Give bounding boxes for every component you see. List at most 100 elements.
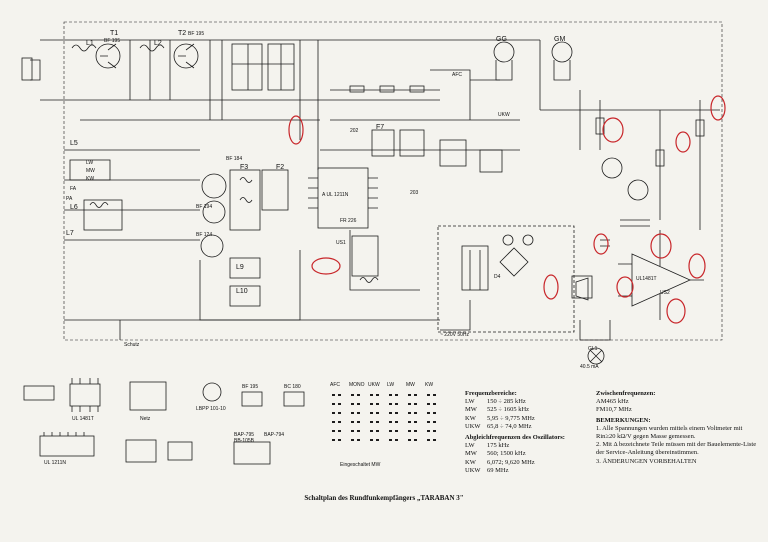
switch-contact [370,439,373,441]
osc-row-band: LW [465,442,475,450]
lw-label: LW [86,160,94,166]
switch-contact [389,403,392,405]
switch-contact [357,394,360,396]
switch-contact [433,430,436,432]
gl1-label: GL1 [588,346,598,352]
switch-contact [376,412,379,414]
osc-title: Abgleichfrequenzen des Oszillators: [465,434,565,442]
legend-bc180: BC 180 [284,384,301,390]
switch-contact [395,394,398,396]
switch-contact [414,430,417,432]
osc-row-band: MW [465,450,477,458]
switch-contact [395,403,398,405]
switch-contact [338,430,341,432]
switch-contact [427,412,430,414]
switch-contact [357,403,360,405]
note-item: 3. ÄNDERUNGEN VORBEHALTEN [596,457,697,465]
l1-label: L1 [86,40,94,47]
l7-label: L7 [66,230,74,237]
osc-row-value: 560; 1500 kHz [487,450,526,458]
ic-ul1211n-label: A UL 1211N [322,192,349,198]
switch-contact [338,403,341,405]
freq-row-band: LW [465,398,475,406]
switch-contact [395,421,398,423]
zf-row-value: 465 kHz [606,398,629,406]
switch-contact [351,394,354,396]
switch-contact [395,439,398,441]
diagram-caption: Schaltplan des Rundfunkempfängers „TARAB… [304,494,464,502]
ukw-label: UKW [498,112,510,118]
switch-contact [332,403,335,405]
bf194-label: BF 194 [196,204,213,210]
l2-label: L2 [154,40,162,47]
switch-contact [389,430,392,432]
freq-row-band: MW [465,406,477,414]
zf-row-band: AM [596,398,607,406]
switch-contact [376,439,379,441]
f3-label: F3 [240,164,249,171]
switch-caption: Eingeschaltet MW [340,462,381,468]
fuse-label: 40.5 mA [580,364,599,370]
osc-row-band: KW [465,458,476,466]
mains-label: ~ 220V 50Hz [440,332,470,338]
switch-contact [370,412,373,414]
switch-contact [357,439,360,441]
switch-contact [338,439,341,441]
switch-contact [332,430,335,432]
switch-contact [408,421,411,423]
switch-contact [351,430,354,432]
switch-contact [408,403,411,405]
led-label: D4 [494,274,501,280]
switch-col-label: MW [406,382,415,388]
freq-row-band: UKW [465,422,481,430]
switch-contact [332,394,335,396]
t1-label: T1 [110,30,119,37]
f7-label: F7 [376,124,385,131]
zf-row: FM10,7 MHz [596,406,761,414]
switch-contact [357,430,360,432]
switch-col-label: MONO [349,382,365,388]
schutz-label: Schutz [124,342,140,348]
switch-contact [370,430,373,432]
switch-contact [433,394,436,396]
freq-row-value: 150 ÷ 285 kHz [487,398,526,406]
switch-contact [408,394,411,396]
switch-contact [351,412,354,414]
switch-contact [338,394,341,396]
switch-contact [332,439,335,441]
switch-col-label: LW [387,382,395,388]
switch-contact [395,430,398,432]
switch-contact [376,421,379,423]
switch-contact [427,439,430,441]
legend-ic-pkg: UL 1481T [72,416,94,422]
switch-contact [427,403,430,405]
switch-contact [414,403,417,405]
switch-contact [389,421,392,423]
zf-row: AM465 kHz [596,398,761,406]
l9-label: L9 [236,264,244,271]
freq-row-value: 5,95 ÷ 9,775 MHz [487,414,535,422]
switch-contact [351,439,354,441]
osc-row-band: UKW [465,466,481,474]
switch-contact [408,430,411,432]
t2-type-label: BF 195 [188,31,205,37]
fa-label: FA [70,186,77,192]
switch-contact [338,412,341,414]
l6-label: L6 [70,204,78,211]
switch-contact [389,412,392,414]
switch-contact [395,412,398,414]
switch-contact [338,421,341,423]
us1-label: US1 [336,240,346,246]
legend-lbpp: LBPP 101-10 [196,406,226,412]
switch-contact [408,412,411,414]
pa-label: PA [66,196,73,202]
legend-ic-dil16: UL 1211N [44,460,66,466]
l5-label: L5 [70,140,78,147]
switch-contact [332,412,335,414]
switch-contact [370,394,373,396]
